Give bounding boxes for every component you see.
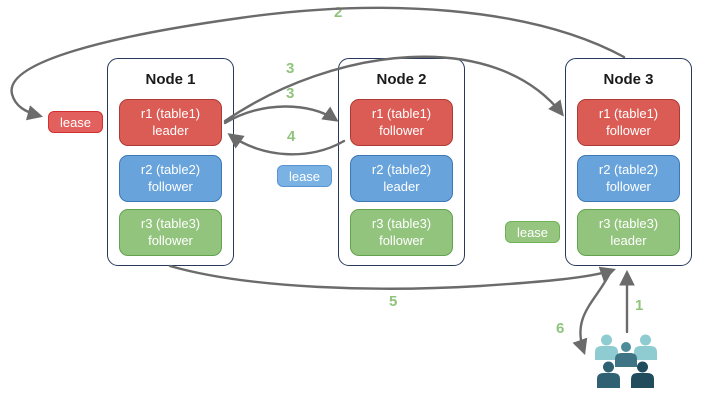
replica-name: r3 (table3) (140, 215, 201, 231)
step-label-3b: 3 (286, 85, 295, 102)
user-center (615, 342, 637, 367)
arrow-step2-node3-to-lease (10, 6, 626, 121)
replica-role: follower (148, 232, 193, 248)
node1-replica-r2-follower: r2 (table2) follower (119, 155, 222, 202)
step-label-2: 2 (334, 4, 343, 21)
users-icon (595, 334, 657, 388)
replica-role: follower (148, 178, 193, 194)
node3-replica-r2-follower: r2 (table2) follower (577, 155, 680, 202)
replica-role: leader (383, 178, 420, 194)
replica-name: r1 (table1) (140, 105, 201, 121)
node3-replica-r3-leader: r3 (table3) leader (577, 209, 680, 256)
replica-role: leader (610, 232, 647, 248)
node1-replica-r1-leader: r1 (table1) leader (119, 99, 222, 146)
step-label-1: 1 (635, 297, 644, 314)
node-2-box: Node 2 r1 (table1) follower r2 (table2) … (338, 58, 465, 266)
step-label-5: 5 (389, 293, 398, 310)
replica-role: follower (379, 232, 424, 248)
replica-name: r3 (table3) (598, 215, 659, 231)
replica-name: r2 (table2) (371, 161, 432, 177)
replica-role: follower (606, 178, 651, 194)
step-label-3a: 3 (286, 60, 295, 77)
user-front-left (597, 361, 620, 388)
node-2-title: Node 2 (376, 71, 427, 88)
lease-tag-r2: lease (277, 165, 332, 187)
node2-replica-r3-follower: r3 (table3) follower (350, 209, 453, 256)
replica-name: r1 (table1) (371, 105, 432, 121)
user-back-right (634, 334, 657, 360)
user-front-right (631, 361, 654, 388)
step-label-4: 4 (287, 128, 296, 145)
arrow-step3-leader-to-node2-follower (223, 105, 339, 125)
node-3-box: Node 3 r1 (table1) follower r2 (table2) … (565, 58, 692, 266)
replica-role: leader (152, 122, 189, 138)
step-label-6: 6 (556, 320, 565, 337)
replica-name: r2 (table2) (140, 161, 201, 177)
arrow-step5-node1-to-node3-leaseholder (168, 264, 616, 290)
lease-tag-r3: lease (505, 221, 560, 243)
node-1-box: Node 1 r1 (table1) leader r2 (table2) fo… (107, 58, 234, 266)
lease-tag-r1: lease (48, 111, 103, 133)
replica-role: follower (606, 122, 651, 138)
node3-replica-r1-follower: r1 (table1) follower (577, 99, 680, 146)
user-back-left (595, 334, 618, 360)
replica-name: r2 (table2) (598, 161, 659, 177)
replica-name: r1 (table1) (598, 105, 659, 121)
replica-name: r3 (table3) (371, 215, 432, 231)
node-3-title: Node 3 (603, 71, 654, 88)
node-1-title: Node 1 (145, 71, 196, 88)
node2-replica-r2-leader: r2 (table2) leader (350, 155, 453, 202)
replica-role: follower (379, 122, 424, 138)
node2-replica-r1-follower: r1 (table1) follower (350, 99, 453, 146)
node1-replica-r3-follower: r3 (table3) follower (119, 209, 222, 256)
